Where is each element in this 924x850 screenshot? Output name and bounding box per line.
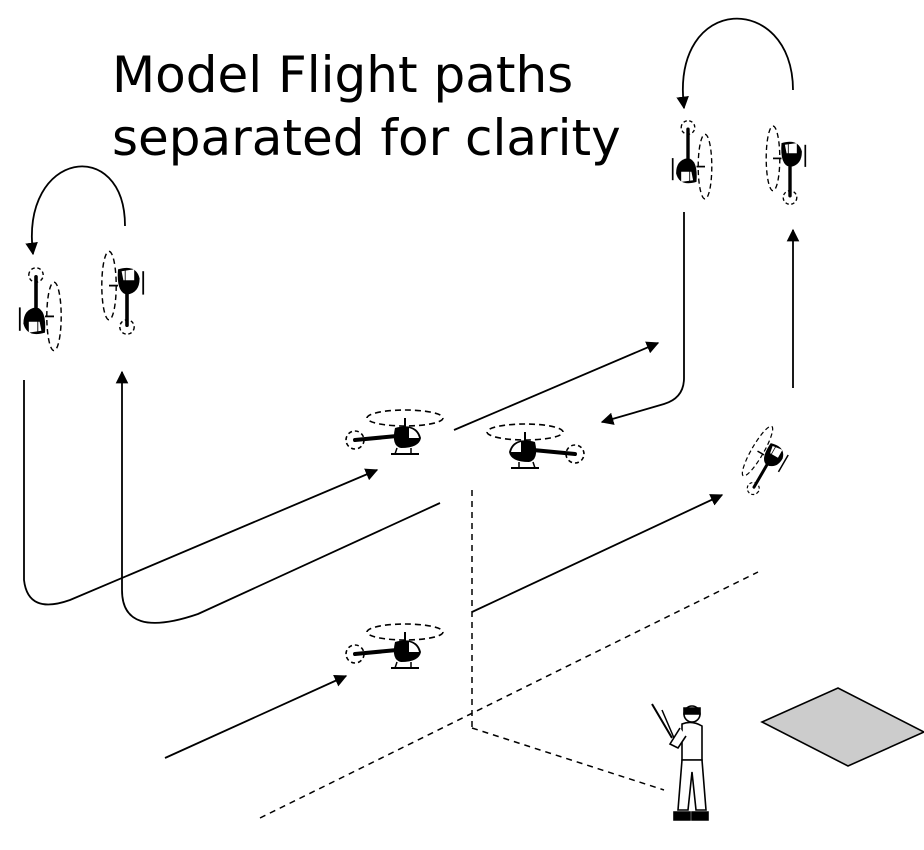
helicopter-icon	[344, 408, 445, 456]
left-turn-arrow	[25, 165, 126, 256]
helicopter-icon	[17, 265, 64, 353]
helicopter-icon	[99, 249, 145, 337]
helicopter-icon	[730, 421, 798, 502]
exit-path-arrow	[453, 341, 660, 431]
title-line-1: Model Flight paths	[112, 46, 573, 104]
helicopter-icon	[485, 422, 586, 470]
helicopter-icon	[344, 622, 445, 670]
helipad-icon	[760, 687, 924, 767]
outbound-path-arrow	[471, 494, 724, 613]
pilot-icon	[651, 703, 709, 821]
left-dive-arrow	[23, 380, 379, 606]
left-climb-arrow	[115, 370, 441, 624]
right-dive-arrow	[600, 212, 685, 425]
right-turn-arrow	[676, 17, 794, 110]
title-line-2: separated for clarity	[112, 109, 621, 167]
helicopter-icon	[671, 118, 714, 201]
helicopter-icon	[764, 124, 807, 207]
flight-paths	[23, 17, 800, 759]
entry-path-arrow	[164, 674, 348, 759]
ground-reference-lines	[259, 490, 759, 819]
